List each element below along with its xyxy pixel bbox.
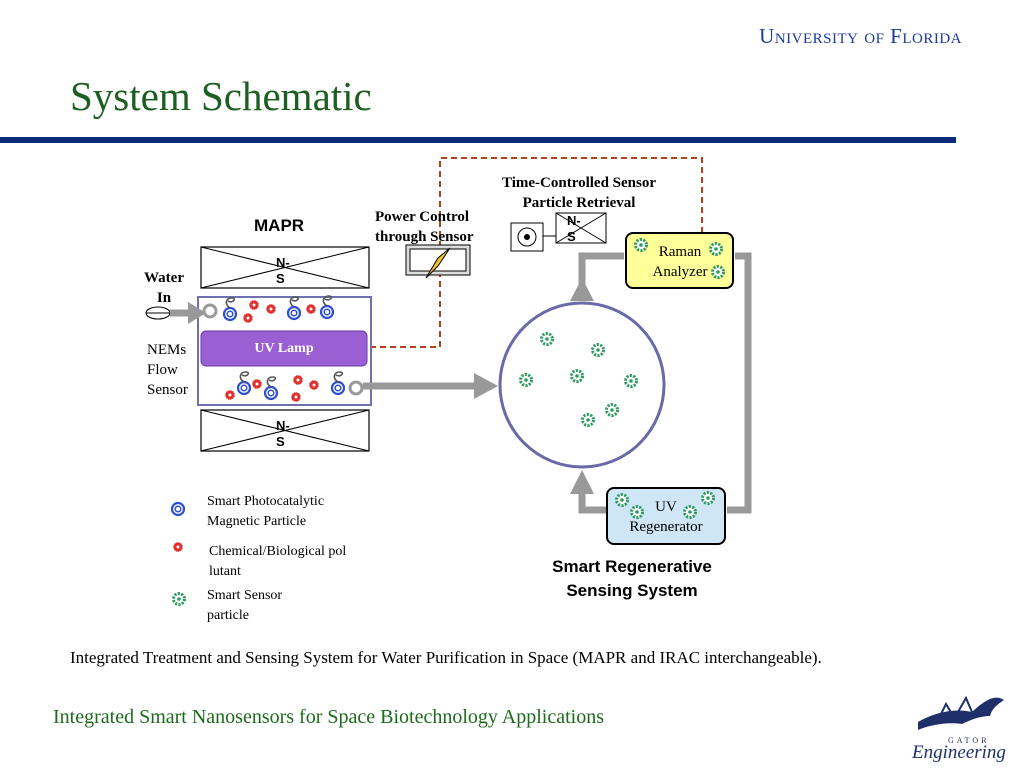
uv-lamp (200, 330, 368, 367)
page-title: System Schematic (70, 73, 372, 119)
slide-caption: Integrated Treatment and Sensing System … (70, 648, 822, 667)
bottom-magnet (200, 409, 370, 452)
legend-item-sensor: Smart Sensor particle (207, 588, 283, 623)
raman-analyzer-box (625, 232, 734, 289)
raman-analyzer-label: Raman Analyzer (652, 244, 708, 280)
mapr-label: MAPR (254, 216, 305, 235)
upper-channel-particles (222, 295, 335, 324)
water-in-label: Water In (144, 270, 184, 306)
recirculation-loop (570, 252, 752, 514)
university-name: University of Florida (759, 24, 962, 48)
legend-item-photocatalytic: Smart Photocatalytic Magnetic Particle (207, 494, 325, 529)
nems-flow-sensor-label: NEMs Flow Sensor (147, 342, 188, 398)
uv-regenerator-label: UV Regenerator (629, 499, 703, 535)
title-divider (0, 137, 956, 143)
water-inlet (145, 302, 218, 324)
control-signal-line (370, 157, 703, 348)
power-control-label: Power Control through Sensor (375, 209, 474, 245)
logo-top-text: GATOR (948, 736, 990, 745)
smart-photocatalytic-particle-icon (170, 501, 186, 517)
top-magnet (200, 246, 370, 289)
power-control-sensor (405, 244, 471, 279)
retrieval-device (510, 212, 607, 252)
outlet-arrow (348, 373, 498, 399)
retrieval-magnet-label: N-S (567, 213, 581, 244)
sensing-chamber (498, 301, 666, 469)
pollutant-icon (172, 541, 184, 553)
bottom-magnet-label: N-S (276, 418, 290, 449)
top-magnet-label: N-S (276, 255, 290, 286)
uv-lamp-label: UV Lamp (254, 341, 314, 356)
gator-engineering-logo (918, 695, 1004, 730)
system-name-label: Smart Regenerative Sensing System (552, 557, 712, 600)
lower-channel-particles (224, 371, 346, 403)
footer-text: Integrated Smart Nanosensors for Space B… (53, 706, 604, 728)
reactor-channel (197, 296, 372, 406)
smart-sensor-particle-icon (172, 592, 186, 606)
legend-item-pollutant: Chemical/Biological pollutant (209, 544, 347, 579)
logo-bottom-text: Engineering (912, 742, 1006, 763)
uv-regenerator-box (606, 487, 726, 545)
time-controlled-label: Time-Controlled Sensor Particle Retrieva… (501, 175, 657, 211)
